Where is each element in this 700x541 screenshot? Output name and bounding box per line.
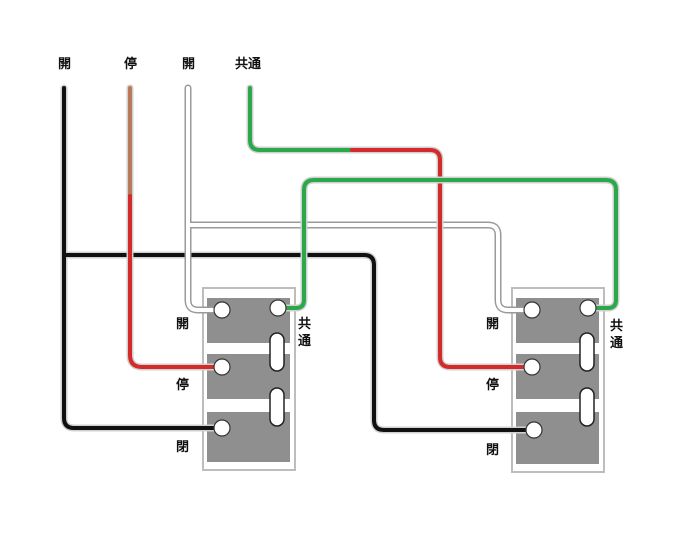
left-label-stop: 停 (176, 377, 189, 393)
wire-common-link (274, 176, 620, 312)
top-label-common: 共通 (235, 56, 261, 72)
right-label-stop: 停 (486, 377, 499, 393)
switch-right-jumper-2 (579, 387, 595, 427)
screw-right-common (579, 299, 597, 317)
screw-right-stop (523, 358, 541, 376)
switch-left-jumper-2 (269, 387, 285, 427)
wire-common-to-right-stop (246, 84, 536, 371)
screw-left-stop (213, 358, 231, 376)
left-label-common-2: 通 (298, 333, 311, 349)
screw-left-open (213, 301, 231, 319)
right-label-common-2: 通 (610, 335, 623, 351)
wire-black (60, 84, 538, 434)
switch-right-jumper-1 (579, 332, 595, 372)
right-label-open: 開 (486, 317, 499, 332)
right-label-common-1: 共 (610, 318, 623, 334)
switch-left (202, 287, 296, 471)
left-label-common-1: 共 (298, 316, 311, 332)
switch-right (511, 287, 605, 473)
top-label-open-1: 開 (58, 57, 71, 72)
screw-left-common (269, 299, 287, 317)
switch-left-jumper-1 (269, 332, 285, 372)
right-label-close: 閉 (486, 443, 499, 458)
screw-left-close (213, 419, 231, 437)
left-label-open: 開 (176, 317, 189, 332)
top-label-open-2: 開 (182, 57, 195, 72)
screw-right-close (525, 421, 543, 439)
wire-stop-left (126, 84, 226, 371)
top-label-stop: 停 (124, 56, 137, 72)
terminal-screws (213, 299, 597, 439)
wire-open (184, 84, 536, 314)
screw-right-open (523, 301, 541, 319)
left-label-close: 閉 (176, 440, 189, 455)
